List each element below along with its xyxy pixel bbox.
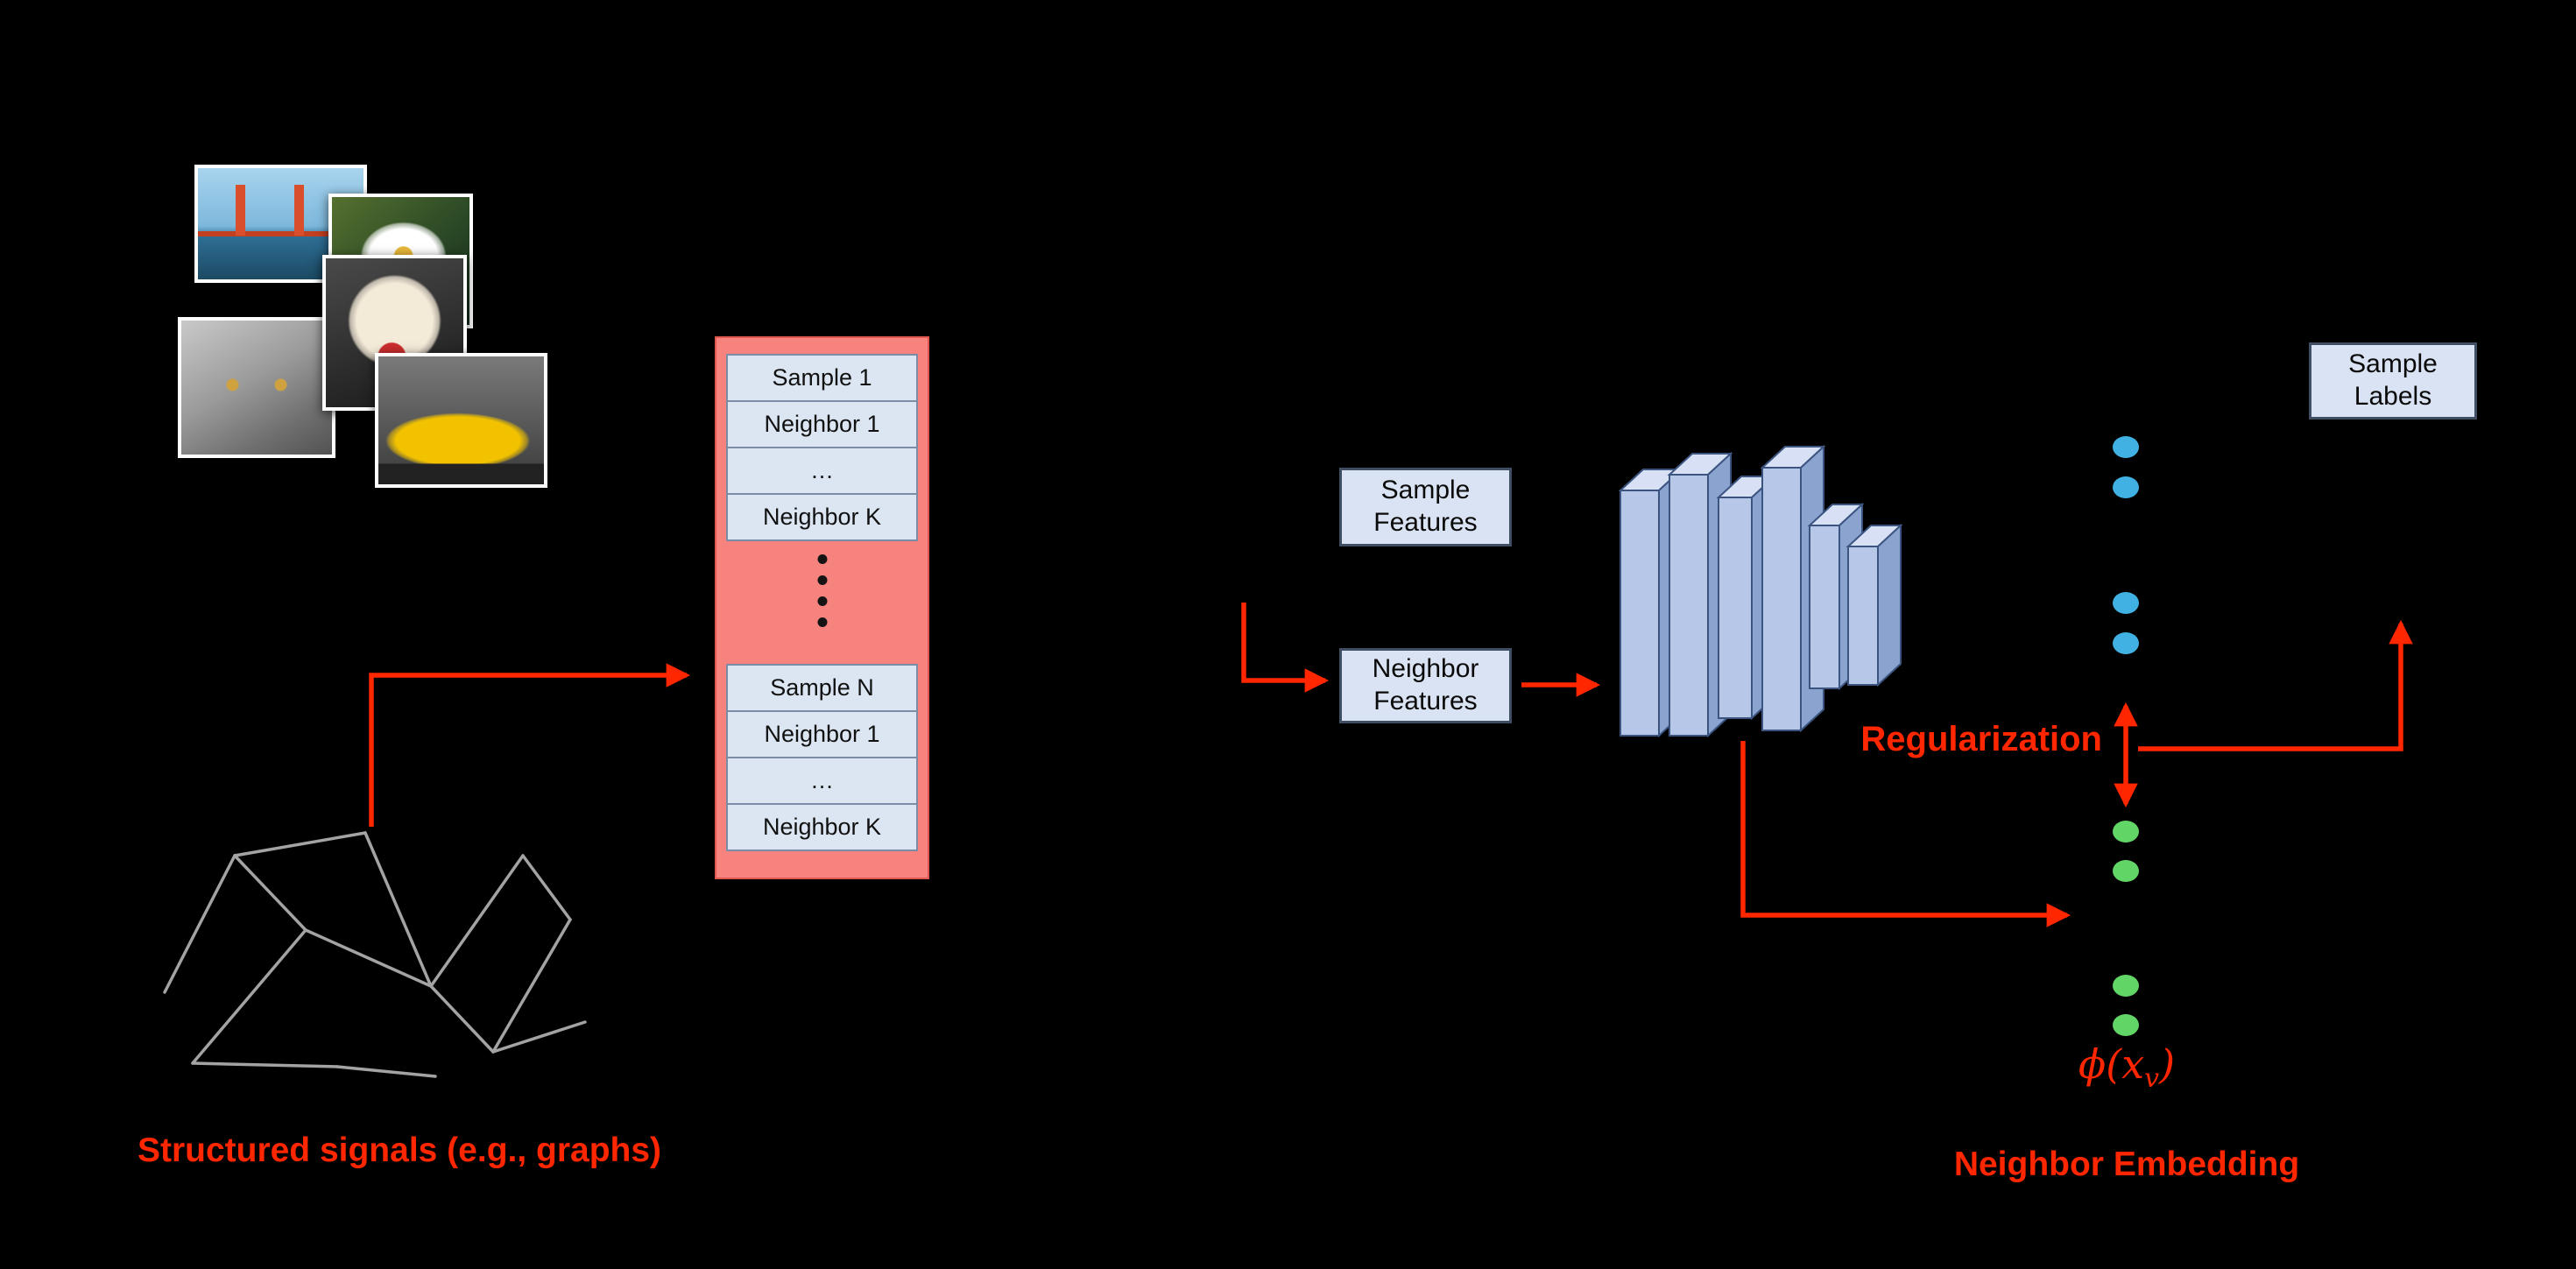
graph-edge: [429, 854, 525, 988]
graph-edge: [233, 831, 367, 857]
arrow-embedding-to-loss: [2138, 619, 2413, 751]
graph-edge: [233, 854, 307, 932]
graph-edge: [191, 928, 307, 1065]
yellow-sports-car-photo: [375, 353, 547, 488]
neighbor-embedding-dot: [2113, 1014, 2139, 1036]
arrow-to-neighbor-features: [1241, 603, 1330, 693]
graph-edge: [163, 854, 236, 994]
table-cell: …: [726, 757, 918, 805]
table-cell: Neighbor K: [726, 803, 918, 851]
structured-signals-label: Structured signals (e.g., graphs): [137, 1132, 662, 1169]
sample-features-label-line2: Features: [1373, 508, 1478, 537]
sample-labels-box: Sample Labels: [2309, 342, 2477, 419]
table-cell: Sample N: [726, 664, 918, 712]
phi-subscript: v: [2144, 1063, 2160, 1095]
sample-embedding-dot: [2113, 632, 2139, 654]
phi-suffix: ): [2159, 1040, 2176, 1088]
neural-network: [1618, 444, 1903, 738]
graph-edge: [491, 918, 572, 1054]
table-cell: Sample 1: [726, 354, 918, 402]
graph-edge: [191, 1061, 339, 1068]
sample-embedding-dots: [2113, 436, 2139, 654]
neighbor-embedding-label: Neighbor Embedding: [1953, 1146, 2300, 1183]
sample-labels-label-line1: Sample: [2348, 349, 2438, 379]
table-cell: Neighbor 1: [726, 400, 918, 448]
neighbor-embedding-dot: [2113, 821, 2139, 842]
sample-labels-label-line2: Labels: [2354, 382, 2432, 411]
flow-arrows: [369, 603, 2413, 927]
structured-graph: [163, 831, 587, 1078]
table-cell: Neighbor 1: [726, 710, 918, 758]
table-ellipsis-dot: [817, 575, 827, 585]
phi-embedding-formula: ϕ(xv): [2039, 1040, 2214, 1094]
table-ellipsis-dot: [817, 617, 827, 627]
neighbor-features-label-line2: Features: [1373, 687, 1478, 716]
regularization-label: Regularization: [1860, 720, 2102, 758]
neighbor-features-box: Neighbor Features: [1339, 648, 1512, 723]
neighbor-embedding-dot: [2113, 860, 2139, 882]
arrow-graph-to-table: [369, 663, 691, 827]
arrow-nn-to-neighbor-embedding: [1740, 741, 2071, 927]
gray-kitten-photo: [178, 317, 335, 458]
neighbor-embedding-dots: [2113, 821, 2139, 1036]
graph-edge: [335, 1065, 437, 1078]
table-cell: Neighbor K: [726, 493, 918, 541]
sample-group-n: Sample N Neighbor 1 … Neighbor K: [726, 664, 918, 851]
vertical-ellipsis: [817, 554, 827, 627]
phi-prefix: ϕ(x: [2078, 1040, 2145, 1088]
graph-edge: [363, 831, 433, 988]
sample-embedding-dot: [2113, 436, 2139, 458]
sample-embedding-dot: [2113, 592, 2139, 614]
graph-edge: [429, 984, 495, 1054]
neighbor-features-label-line1: Neighbor: [1372, 654, 1479, 684]
sample-features-box: Sample Features: [1339, 468, 1512, 546]
graph-edge: [491, 1020, 587, 1054]
nn-layer: [1846, 523, 1903, 687]
graph-edge: [521, 854, 572, 921]
graph-edge: [304, 928, 433, 988]
table-ellipsis-dot: [817, 554, 827, 564]
sample-neighbor-table: Sample 1 Neighbor 1 … Neighbor K Sample …: [715, 336, 929, 879]
sample-embedding-dot: [2113, 476, 2139, 498]
table-cell: …: [726, 447, 918, 495]
sample-group-1: Sample 1 Neighbor 1 … Neighbor K: [726, 354, 918, 541]
sample-features-label-line1: Sample: [1380, 476, 1471, 505]
neighbor-embedding-dot: [2113, 975, 2139, 997]
table-ellipsis-dot: [817, 596, 827, 606]
